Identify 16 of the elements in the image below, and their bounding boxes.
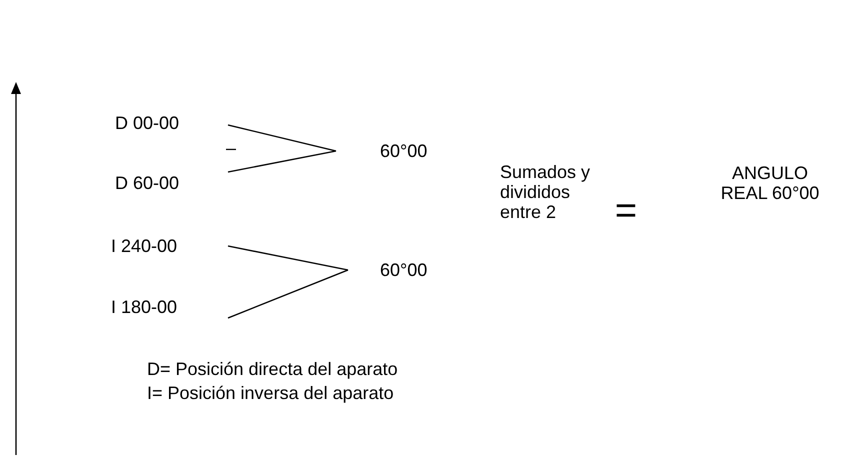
angle-reading: D 00-00 [115,113,180,133]
angle-reading: I 240-00 [111,236,178,256]
equals-sign: = [614,192,638,230]
operation-note: Sumados y divididos entre 2 [500,162,592,222]
angle-reading: D 60-00 [115,173,180,193]
angle-reading: 60°00 [380,141,428,161]
minus-sign: – [226,138,238,158]
angle-reading: 60°00 [380,260,428,280]
converging-line [228,124,336,152]
converging-line [228,269,348,319]
converging-line [228,150,336,173]
legend-note: I= Posición inversa del aparato [147,383,395,403]
result-text: ANGULO REAL 60°00 [720,163,820,203]
angle-reading: I 180-00 [111,297,178,317]
legend-note: D= Posición directa del aparato [147,359,399,379]
converging-line [228,245,348,271]
